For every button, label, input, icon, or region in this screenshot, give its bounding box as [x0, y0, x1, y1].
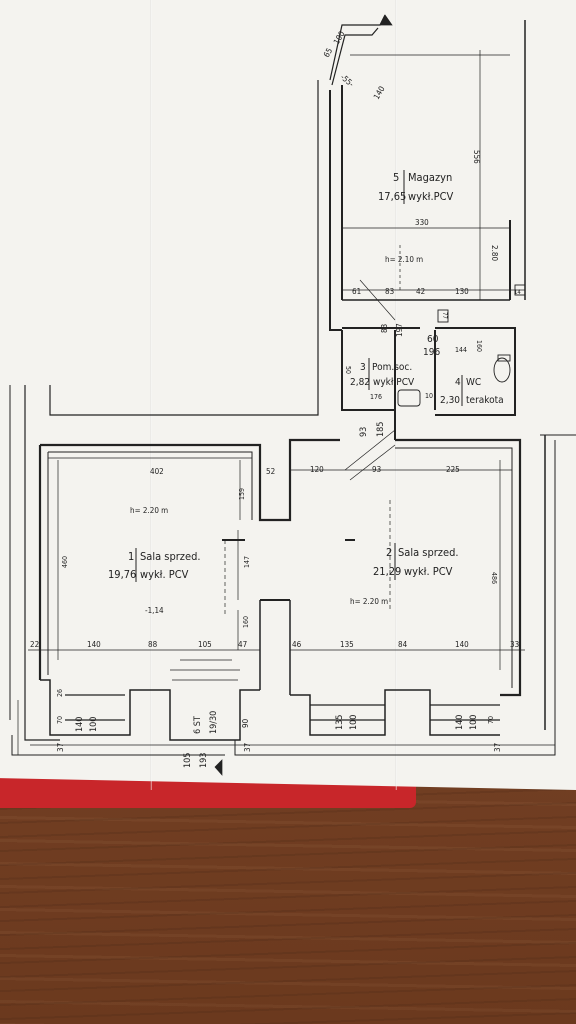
dim-label: 61: [352, 287, 361, 296]
dim-label: 83: [385, 287, 394, 296]
stair-label: 19/30: [209, 711, 219, 734]
dim-label: 140: [455, 715, 465, 730]
dim-label: 42: [416, 287, 425, 296]
dim-label: 14: [514, 289, 521, 296]
dim-label: 460: [61, 556, 69, 568]
dim-label: 93: [372, 465, 381, 474]
dim-label: 140: [372, 84, 387, 101]
room-1-area: 19,76: [108, 568, 136, 581]
dim-label: 26: [56, 689, 64, 697]
dim-label: 130: [455, 287, 469, 296]
room-4-area: 2,30: [440, 395, 460, 406]
dim-label: 105: [198, 640, 212, 649]
dimension-lines: [17, 14, 555, 776]
room-3-name: Pom.soc.: [372, 362, 412, 373]
stair-label: 105: [183, 753, 193, 768]
dim-label: 176: [370, 393, 382, 401]
room-4-number: 4: [455, 377, 461, 388]
room-5-height: h= 2.10 m: [385, 255, 423, 264]
room-3-number: 3: [360, 362, 366, 373]
room-labels: 5 Magazyn 17,65 wykł.PCV h= 2.10 m 3 Pom…: [108, 171, 504, 606]
room-2-floor: wykł. PCV: [404, 565, 453, 578]
dim-label: 120: [310, 465, 324, 474]
dim-label: 46: [292, 640, 302, 649]
dim-label: 84: [398, 640, 408, 649]
dim-label: 93: [359, 427, 369, 437]
dim-label: 100: [349, 715, 359, 730]
stair-label: 193: [199, 753, 209, 768]
dim-label: 140: [455, 640, 469, 649]
dim-label: 225: [446, 465, 460, 474]
dim-label: 330: [415, 218, 429, 227]
dim-label: 88: [148, 640, 158, 649]
room-2-name: Sala sprzed.: [398, 546, 459, 559]
dim-label: 160: [242, 616, 250, 628]
room-2-height: h= 2.20 m: [350, 597, 388, 606]
room-4-floor: terakota: [466, 395, 504, 406]
room-2-number: 2: [386, 546, 392, 559]
room-5-area: 17,65: [378, 190, 406, 203]
dim-label: 100: [469, 715, 479, 730]
room-4-name: WC: [466, 377, 481, 388]
walls: [9, 14, 576, 756]
dim-label: 10: [425, 392, 433, 400]
stair-label: 6 ST: [193, 716, 203, 734]
room-3-floor: wykł.PCV: [373, 377, 415, 388]
dim-label: 196: [423, 347, 440, 358]
dim-label: 77: [441, 312, 448, 319]
dim-label: 83: [380, 324, 389, 333]
room-2-area: 21,29: [373, 565, 401, 578]
dim-label: 33: [510, 640, 519, 649]
dim-label: 147: [243, 556, 251, 568]
dim-label: 2.80: [490, 245, 499, 261]
room-3-area: 2,82: [350, 377, 370, 388]
dim-label: 135: [335, 715, 345, 730]
dim-label: 90: [241, 718, 250, 728]
dimension-numbers: 100 65 -55- 140 556 330 2.80 61 83 42 13…: [30, 29, 521, 768]
dim-label: 140: [75, 717, 85, 732]
wooden-table: [0, 780, 576, 1024]
dim-label: 197: [395, 323, 404, 337]
dim-label: 37: [56, 743, 65, 752]
paper-fold: [150, 0, 152, 790]
dim-label: 37: [493, 743, 502, 752]
room-5-number: 5: [393, 171, 399, 184]
dim-label: 70: [487, 716, 495, 724]
dim-label: 135: [340, 640, 354, 649]
dim-label: 52: [266, 467, 275, 476]
room-5-floor: wykł.PCV: [408, 190, 454, 203]
dim-label: 65: [322, 47, 334, 59]
floor-plan: 5 Magazyn 17,65 wykł.PCV h= 2.10 m 3 Pom…: [9, 14, 576, 776]
dim-label: 140: [87, 640, 101, 649]
dim-label: 144: [455, 346, 467, 354]
dim-label: 50: [344, 366, 352, 374]
room-1-number: 1: [128, 550, 134, 563]
dim-label: 159: [238, 488, 246, 500]
dim-label: 47: [238, 640, 247, 649]
level-marker: -1,14: [145, 606, 164, 615]
room-5-name: Magazyn: [408, 171, 452, 184]
dim-label: 22: [30, 640, 39, 649]
label-separators: [135, 170, 463, 582]
dim-label: 402: [150, 467, 164, 476]
toilet-icon: [493, 357, 511, 383]
room-1-floor: wykł. PCV: [140, 568, 189, 581]
dim-label: 160: [475, 340, 483, 352]
sink-icon: [397, 389, 421, 407]
fixtures: [397, 284, 526, 407]
dim-label: 100: [89, 717, 99, 732]
room-1-height: h= 2.20 m: [130, 506, 168, 515]
dim-label: 60: [427, 334, 439, 345]
room-1-name: Sala sprzed.: [140, 550, 201, 563]
dim-label: 486: [490, 572, 498, 584]
dim-label: 37: [243, 743, 252, 752]
dim-label: 70: [56, 716, 64, 724]
dim-label: 556: [472, 150, 481, 164]
dim-label: 185: [376, 422, 386, 437]
